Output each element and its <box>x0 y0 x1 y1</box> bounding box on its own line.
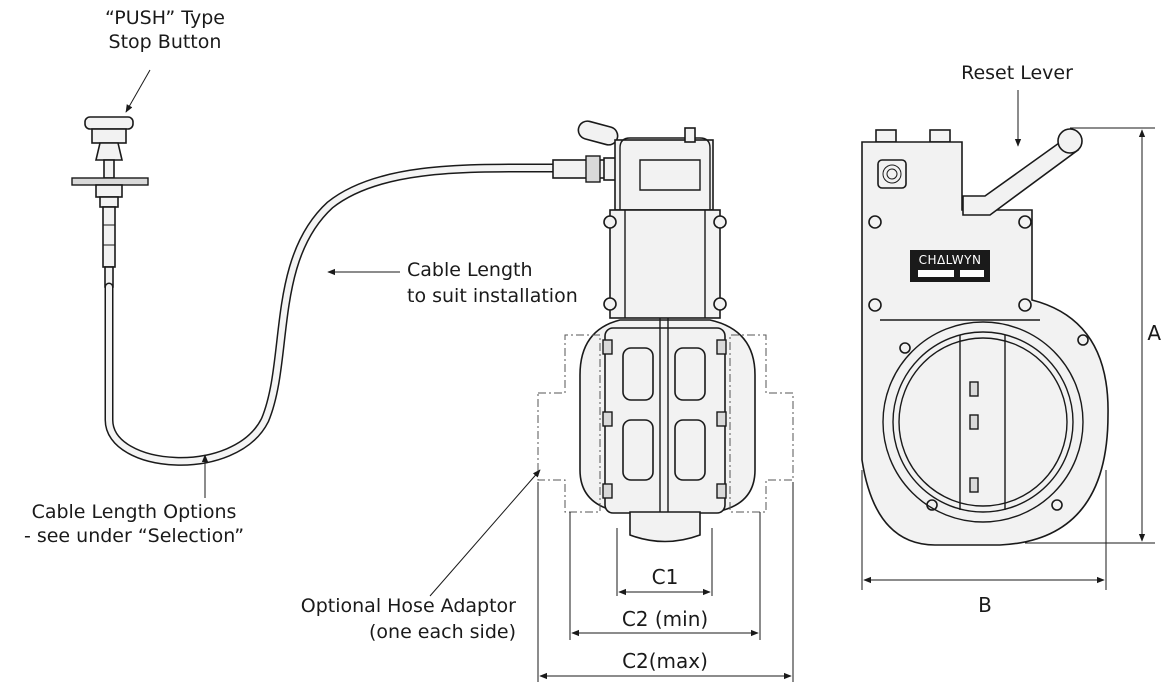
dim-c1-label: C1 <box>652 565 679 589</box>
reset-lever-label: Reset Lever <box>961 62 1073 84</box>
dim-a-label: A <box>1147 321 1161 345</box>
hose-adaptor-label-line1: Optional Hose Adaptor <box>301 595 516 617</box>
hose-adaptor-label-line2: (one each side) <box>369 621 516 643</box>
dimension-lines <box>537 127 1155 682</box>
valve-side-view <box>537 120 794 543</box>
push-button-label-line1: “PUSH” Type <box>105 7 225 29</box>
cable-options-label-line1: Cable Length Options <box>32 501 237 523</box>
cable-options-label-line2: - see under “Selection” <box>24 525 244 547</box>
dim-c2-min-label: C2 (min) <box>622 607 708 631</box>
cable-length-label-line1: Cable Length <box>407 259 533 281</box>
leader-arrows <box>125 69 1022 597</box>
dim-b-label: B <box>978 593 992 617</box>
push-stop-button <box>71 116 149 288</box>
valve-front-view: CHΔLWYN <box>861 128 1109 546</box>
brand-label: CHΔLWYN <box>919 253 982 267</box>
dim-c2-max-label: C2(max) <box>622 649 708 673</box>
cable-length-label-line2: to suit installation <box>407 285 578 307</box>
push-button-label-line2: Stop Button <box>109 31 222 53</box>
cable <box>104 163 560 466</box>
